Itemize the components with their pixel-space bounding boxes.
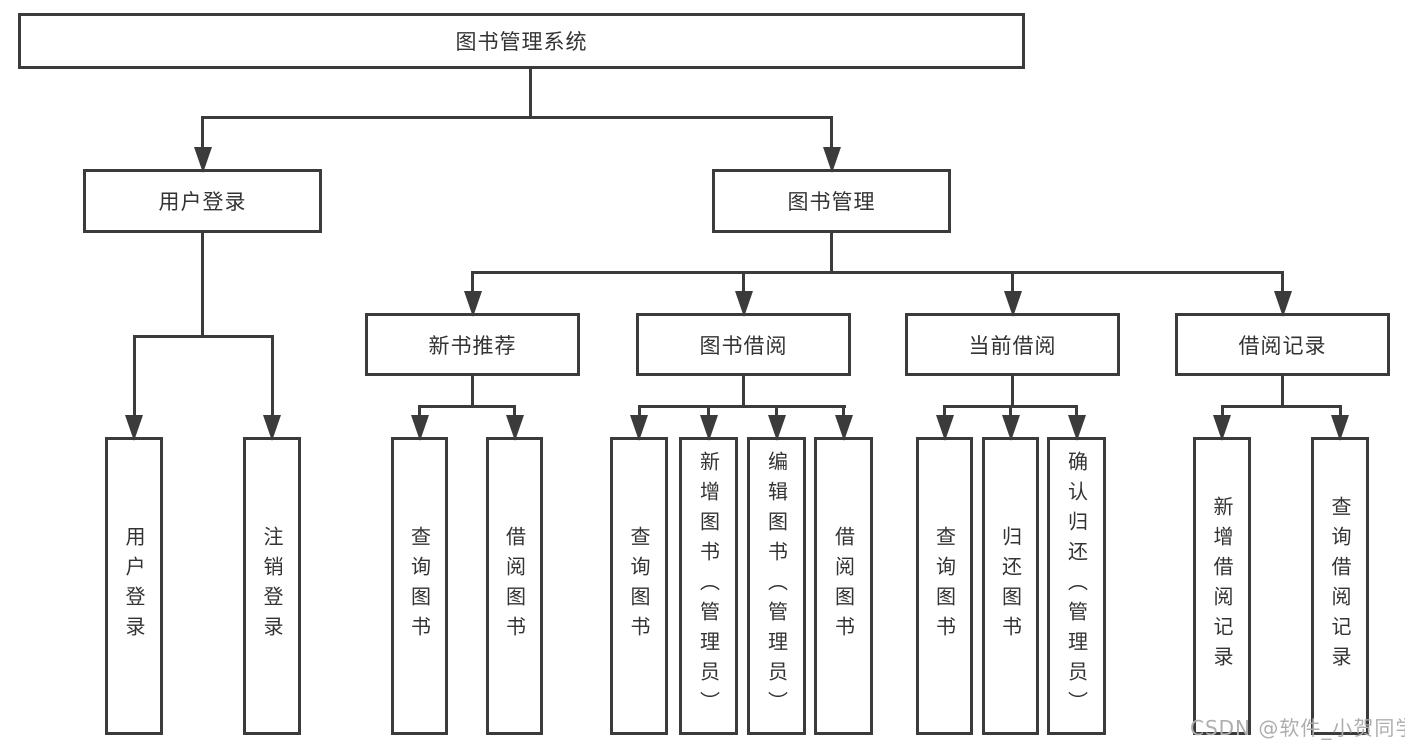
connector-line: [742, 272, 745, 301]
connector-line: [133, 336, 136, 425]
node-label-borrow-books-2: 借阅图书: [831, 526, 856, 646]
arrowhead-down-icon: [1004, 291, 1022, 317]
node-label-query-books-3: 查询图书: [932, 526, 957, 646]
connector-line: [1011, 272, 1014, 301]
node-add-borrow-record: 新增借阅记录: [1193, 437, 1251, 735]
connector-line: [1281, 376, 1284, 406]
node-label-query-books-2: 查询图书: [627, 526, 651, 646]
node-label-system: 图书管理系统: [455, 30, 588, 54]
node-query-books-3: 查询图书: [916, 437, 973, 735]
arrowhead-down-icon: [1068, 415, 1086, 441]
connector-line: [271, 336, 274, 425]
connector-line: [830, 117, 833, 157]
node-label-user-login: 用户登录: [158, 190, 247, 214]
node-label-book-management: 图书管理: [787, 190, 876, 214]
connector-line: [471, 376, 474, 406]
node-borrow-records: 借阅记录: [1175, 313, 1390, 376]
node-query-books-2: 查询图书: [610, 437, 668, 735]
connector-line: [638, 404, 846, 408]
arrowhead-down-icon: [411, 415, 429, 441]
node-return-books: 归还图书: [982, 437, 1039, 735]
arrowhead-down-icon: [835, 415, 853, 441]
node-label-add-borrow-record: 新增借阅记录: [1210, 496, 1234, 676]
node-user-login-leaf: 用户登录: [105, 437, 163, 735]
connector-line: [133, 334, 274, 338]
node-user-login: 用户登录: [83, 169, 322, 233]
node-label-logout-leaf: 注销登录: [260, 526, 284, 646]
node-label-borrow-books-1: 借阅图书: [502, 526, 527, 646]
node-label-borrow-records: 借阅记录: [1238, 333, 1327, 358]
arrowhead-down-icon: [125, 415, 143, 441]
connector-line: [418, 404, 516, 408]
connector-line: [201, 233, 204, 336]
node-edit-books-admin: 编辑图书（管理员）: [747, 437, 806, 735]
arrowhead-down-icon: [735, 291, 753, 317]
arrowhead-down-icon: [1331, 415, 1349, 441]
node-system: 图书管理系统: [18, 13, 1025, 69]
arrowhead-down-icon: [506, 415, 524, 441]
connector-line: [471, 272, 474, 301]
node-label-new-book-recommend: 新书推荐: [428, 333, 517, 358]
connector-line: [1281, 272, 1284, 301]
connector-line: [1011, 376, 1014, 406]
arrowhead-down-icon: [464, 291, 482, 317]
arrowhead-down-icon: [630, 415, 648, 441]
connector-line: [201, 117, 204, 157]
arrowhead-down-icon: [263, 415, 281, 441]
node-query-books-1: 查询图书: [391, 437, 448, 735]
connector-line: [471, 270, 1284, 274]
node-book-borrow: 图书借阅: [636, 313, 851, 376]
node-label-confirm-return-admin: 确认归还（管理员）: [1064, 451, 1089, 721]
arrowhead-down-icon: [768, 415, 786, 441]
node-label-return-books: 归还图书: [998, 526, 1023, 646]
node-query-borrow-record: 查询借阅记录: [1311, 437, 1369, 735]
connector-line: [529, 69, 532, 117]
node-book-management: 图书管理: [712, 169, 951, 233]
node-borrow-books-1: 借阅图书: [486, 437, 543, 735]
node-label-book-borrow: 图书借阅: [699, 333, 788, 358]
node-label-current-borrow: 当前借阅: [968, 333, 1057, 358]
node-label-add-books-admin: 新增图书（管理员）: [696, 451, 721, 721]
node-confirm-return-admin: 确认归还（管理员）: [1047, 437, 1106, 735]
connector-line: [1221, 404, 1342, 408]
node-label-query-borrow-record: 查询借阅记录: [1328, 496, 1352, 676]
node-borrow-books-2: 借阅图书: [814, 437, 873, 735]
node-logout-leaf: 注销登录: [243, 437, 301, 735]
arrowhead-down-icon: [700, 415, 718, 441]
node-current-borrow: 当前借阅: [905, 313, 1120, 376]
connector-line: [830, 233, 833, 272]
arrowhead-down-icon: [1002, 415, 1020, 441]
arrowhead-down-icon: [194, 147, 212, 173]
arrowhead-down-icon: [823, 147, 841, 173]
csdn-watermark: CSDN @软件_小贺同学: [1190, 716, 1405, 740]
arrowhead-down-icon: [936, 415, 954, 441]
connector-line: [742, 376, 745, 406]
node-add-books-admin: 新增图书（管理员）: [679, 437, 738, 735]
node-new-book-recommend: 新书推荐: [365, 313, 580, 376]
arrowhead-down-icon: [1274, 291, 1292, 317]
node-label-edit-books-admin: 编辑图书（管理员）: [764, 451, 789, 721]
node-label-query-books-1: 查询图书: [407, 526, 432, 646]
arrowhead-down-icon: [1213, 415, 1231, 441]
node-label-user-login-leaf: 用户登录: [122, 526, 146, 646]
connector-line: [201, 115, 833, 119]
